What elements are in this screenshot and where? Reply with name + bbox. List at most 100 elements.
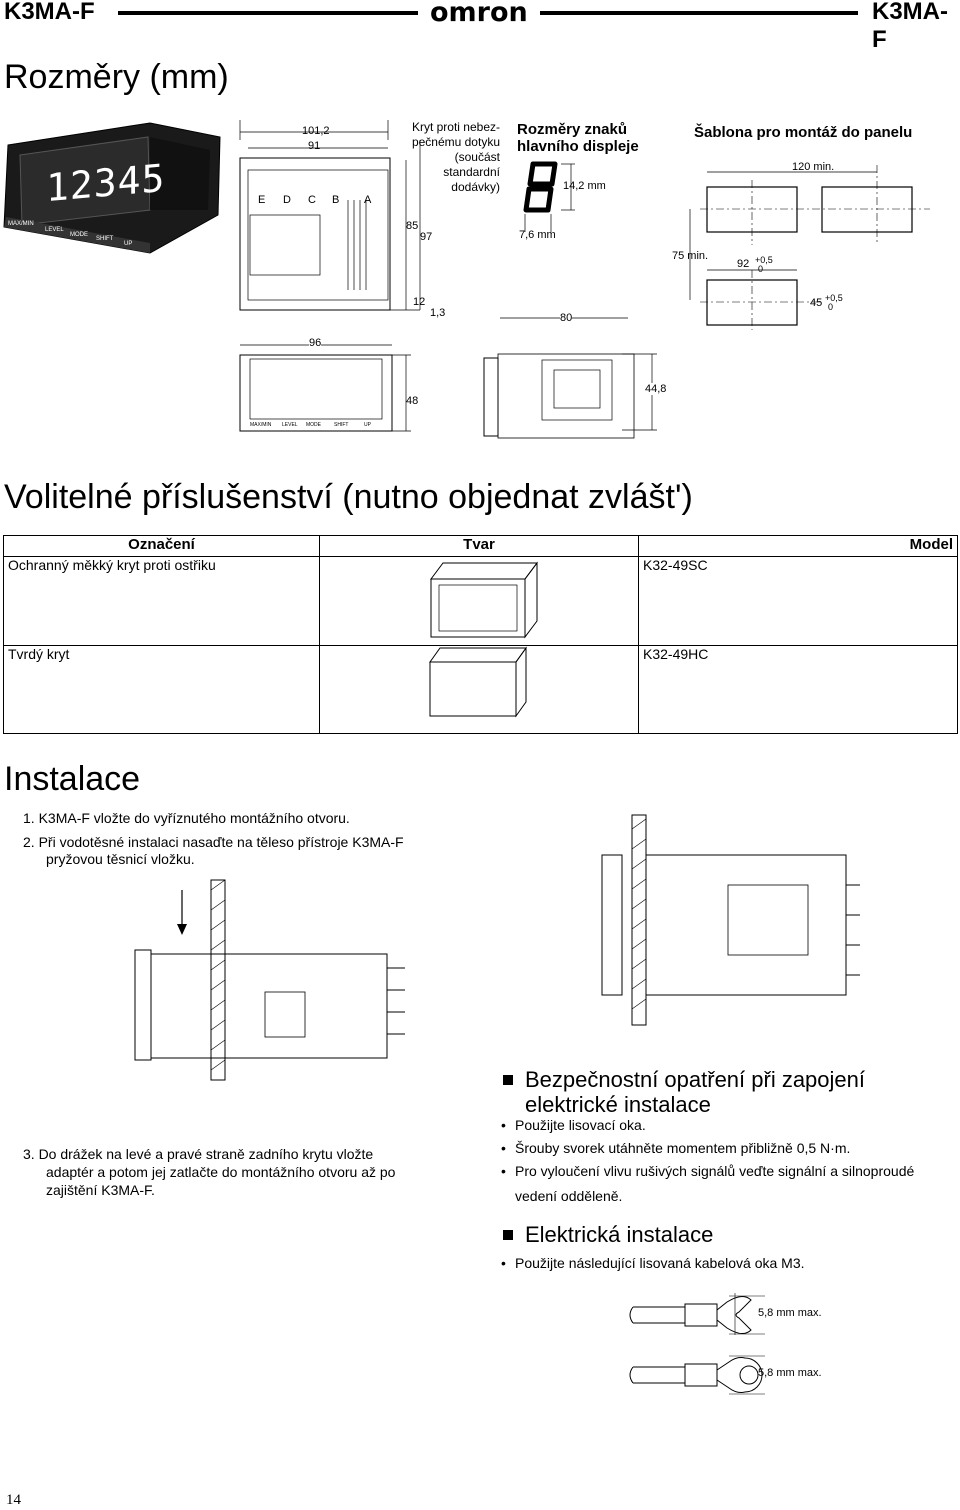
header-model-right: K3MA-F: [872, 0, 948, 53]
list-item: Pro vyloučení vlivu rušivých signálů veď…: [501, 1162, 956, 1180]
front-btn-label-4: SHIFT: [334, 422, 349, 428]
dim-120-min: 120 min.: [792, 161, 835, 173]
ring-max-label: 5,8 mm max.: [758, 1367, 822, 1379]
safety-title-line-2: elektrické instalace: [525, 1092, 711, 1117]
front-btn-label-3: MODE: [306, 422, 321, 428]
table-row: Ochranný měkký kryt proti ostřiku K32-49…: [3, 556, 958, 646]
device-btn-label-1: MAX/MIN: [8, 221, 34, 227]
accessory-model: K32-49HC: [638, 645, 958, 734]
char-digit-drawing: 14,2 mm 7,6 mm: [519, 161, 625, 242]
device-front-illustration: 12345 MAX/MIN LEVEL MODE SHIFT UP: [0, 115, 225, 260]
dim-92-tol-plus: +0,5: [755, 255, 773, 265]
header-rule-left: [118, 11, 418, 15]
dim-80: 80: [560, 312, 573, 324]
page-header: K3MA-F omron K3MA-F: [0, 0, 960, 53]
install-step-2-line-1: 2. Při vodotěsné instalaci nasaďte na tě…: [23, 834, 404, 850]
dim-97: 97: [420, 231, 433, 243]
header-model-left: K3MA-F: [4, 0, 95, 25]
install-insert-drawing: [125, 879, 425, 1081]
install-step-2-line-2: pryžovou těsnicí vložku.: [46, 851, 195, 867]
char-title-line-2: hlavního displeje: [517, 138, 639, 155]
front-view-drawing: 96 48 MAX/MIN LEVEL MODE SHIFT UP: [236, 335, 436, 435]
list-item: Použijte lisovací oka.: [501, 1116, 956, 1134]
install-step-3-line-2: adaptér a potom jej zatlačte do montážní…: [46, 1164, 396, 1180]
terminal-letter-a: A: [364, 194, 372, 206]
dim-7-6: 7,6 mm: [519, 229, 556, 241]
depth-dim-80: 80: [500, 300, 630, 330]
device-btn-label-3: MODE: [70, 232, 88, 238]
dim-44-8: 44,8: [645, 383, 667, 395]
header-rule-right: [540, 11, 858, 15]
list-item: Použijte následující lisovaná kabelová o…: [501, 1254, 805, 1272]
section-bullet-square: [503, 1075, 513, 1085]
dim-45-tol-zero: 0: [828, 302, 834, 312]
front-btn-label-5: UP: [364, 422, 371, 428]
col-header-shape: Tvar: [319, 535, 639, 557]
section-bullet-square: [503, 1230, 513, 1240]
fork-terminal-drawing: 5,8 mm max.: [625, 1290, 835, 1340]
dim-92: 92: [737, 258, 750, 270]
list-item: Šrouby svorek utáhněte momentem přibližn…: [501, 1139, 956, 1157]
table-row: Tvrdý kryt K32-49HC: [3, 645, 958, 734]
install-step-1: 1. K3MA-F vložte do vyříznutého montážní…: [23, 810, 350, 826]
dim-48: 48: [406, 395, 419, 407]
terminal-letter-e: E: [258, 194, 266, 206]
cover-note-line-5: dodávky): [451, 180, 500, 194]
dim-75-min: 75 min.: [672, 250, 709, 262]
device-btn-label-5: UP: [124, 241, 133, 247]
dim-45-tol-plus: +0,5: [825, 293, 843, 303]
dim-91: 91: [308, 140, 321, 152]
accessories-title: Volitelné příslušenství (nutno objednat …: [4, 478, 693, 516]
electrical-title-text: Elektrická instalace: [525, 1222, 714, 1247]
front-btn-label-1: MAX/MIN: [250, 422, 272, 428]
accessories-header-row: Označení Tvar Model: [3, 535, 958, 557]
dim-14-2: 14,2 mm: [563, 180, 606, 192]
accessory-shape: [319, 556, 639, 646]
accessory-model: K32-49SC: [638, 556, 958, 646]
top-view-drawing: 101,2 91 E D C B A 85 97 12 1,3: [230, 120, 445, 320]
omron-logo: omron: [430, 0, 528, 28]
safety-list: Použijte lisovací oka. Šrouby svorek utá…: [461, 1116, 956, 1180]
accessories-table: Označení Tvar Model Ochranný měkký kryt …: [3, 535, 958, 734]
cover-note-line-4: standardní: [443, 165, 500, 179]
cover-note-line-2: pečnému dotyku: [411, 135, 500, 149]
char-title-line-1: Rozměry znaků: [517, 121, 628, 138]
install-step-3-line-3: zajištění K3MA-F.: [46, 1182, 155, 1198]
electrical-title: Elektrická instalace: [503, 1222, 713, 1247]
safety-title-line-1: Bezpečnostní opatření při zapojení: [525, 1067, 866, 1092]
dim-92-tol-zero: 0: [758, 264, 764, 274]
dim-12: 12: [413, 296, 426, 308]
accessory-name: Ochranný měkký kryt proti ostřiku: [3, 556, 320, 646]
page-number: 14: [6, 1492, 21, 1508]
dim-85: 85: [406, 220, 419, 232]
electrical-list: Použijte následující lisovaná kabelová o…: [461, 1254, 805, 1272]
safety-title: Bezpečnostní opatření při zapojení elekt…: [503, 1067, 865, 1117]
cover-note-line-3: (součást: [454, 150, 500, 164]
char-dimensions-title: Rozměry znaků hlavního displeje: [517, 121, 639, 155]
install-step-3-line-1: 3. Do drážek na levé a pravé straně zadn…: [23, 1146, 374, 1162]
dim-1-3: 1,3: [430, 307, 446, 319]
device-btn-label-4: SHIFT: [96, 236, 114, 242]
dim-45: 45: [810, 297, 823, 309]
accessory-shape: [319, 645, 639, 734]
accessory-name: Tvrdý kryt: [3, 645, 320, 734]
fork-max-label: 5,8 mm max.: [758, 1307, 822, 1319]
terminal-letter-b: B: [332, 194, 340, 206]
cover-note-line-1: Kryt proti nebez-: [411, 120, 500, 134]
dim-101-2: 101,2: [302, 125, 330, 137]
ring-terminal-drawing: 5,8 mm max.: [625, 1350, 835, 1400]
device-btn-label-2: LEVEL: [45, 227, 64, 233]
side-view-drawing: 44,8: [482, 350, 667, 440]
panel-cutout-title: Šablona pro montáž do panelu: [694, 124, 913, 141]
safety-item-continued: vedení odděleně.: [515, 1188, 623, 1204]
terminal-letter-c: C: [308, 194, 316, 206]
terminal-letter-d: D: [283, 194, 291, 206]
install-title: Instalace: [4, 760, 141, 798]
col-header-name: Označení: [3, 535, 320, 557]
dim-96: 96: [309, 337, 322, 349]
dimensions-title: Rozměry (mm): [4, 58, 229, 96]
cover-note: Kryt proti nebez- pečnému dotyku (součás…: [405, 120, 500, 195]
install-latch-drawing: [598, 814, 868, 1026]
col-header-model: Model: [638, 535, 958, 557]
panel-cutout-drawing: 120 min. 75 min. 92 +0,5 0 45 +0,5 0: [670, 150, 930, 330]
